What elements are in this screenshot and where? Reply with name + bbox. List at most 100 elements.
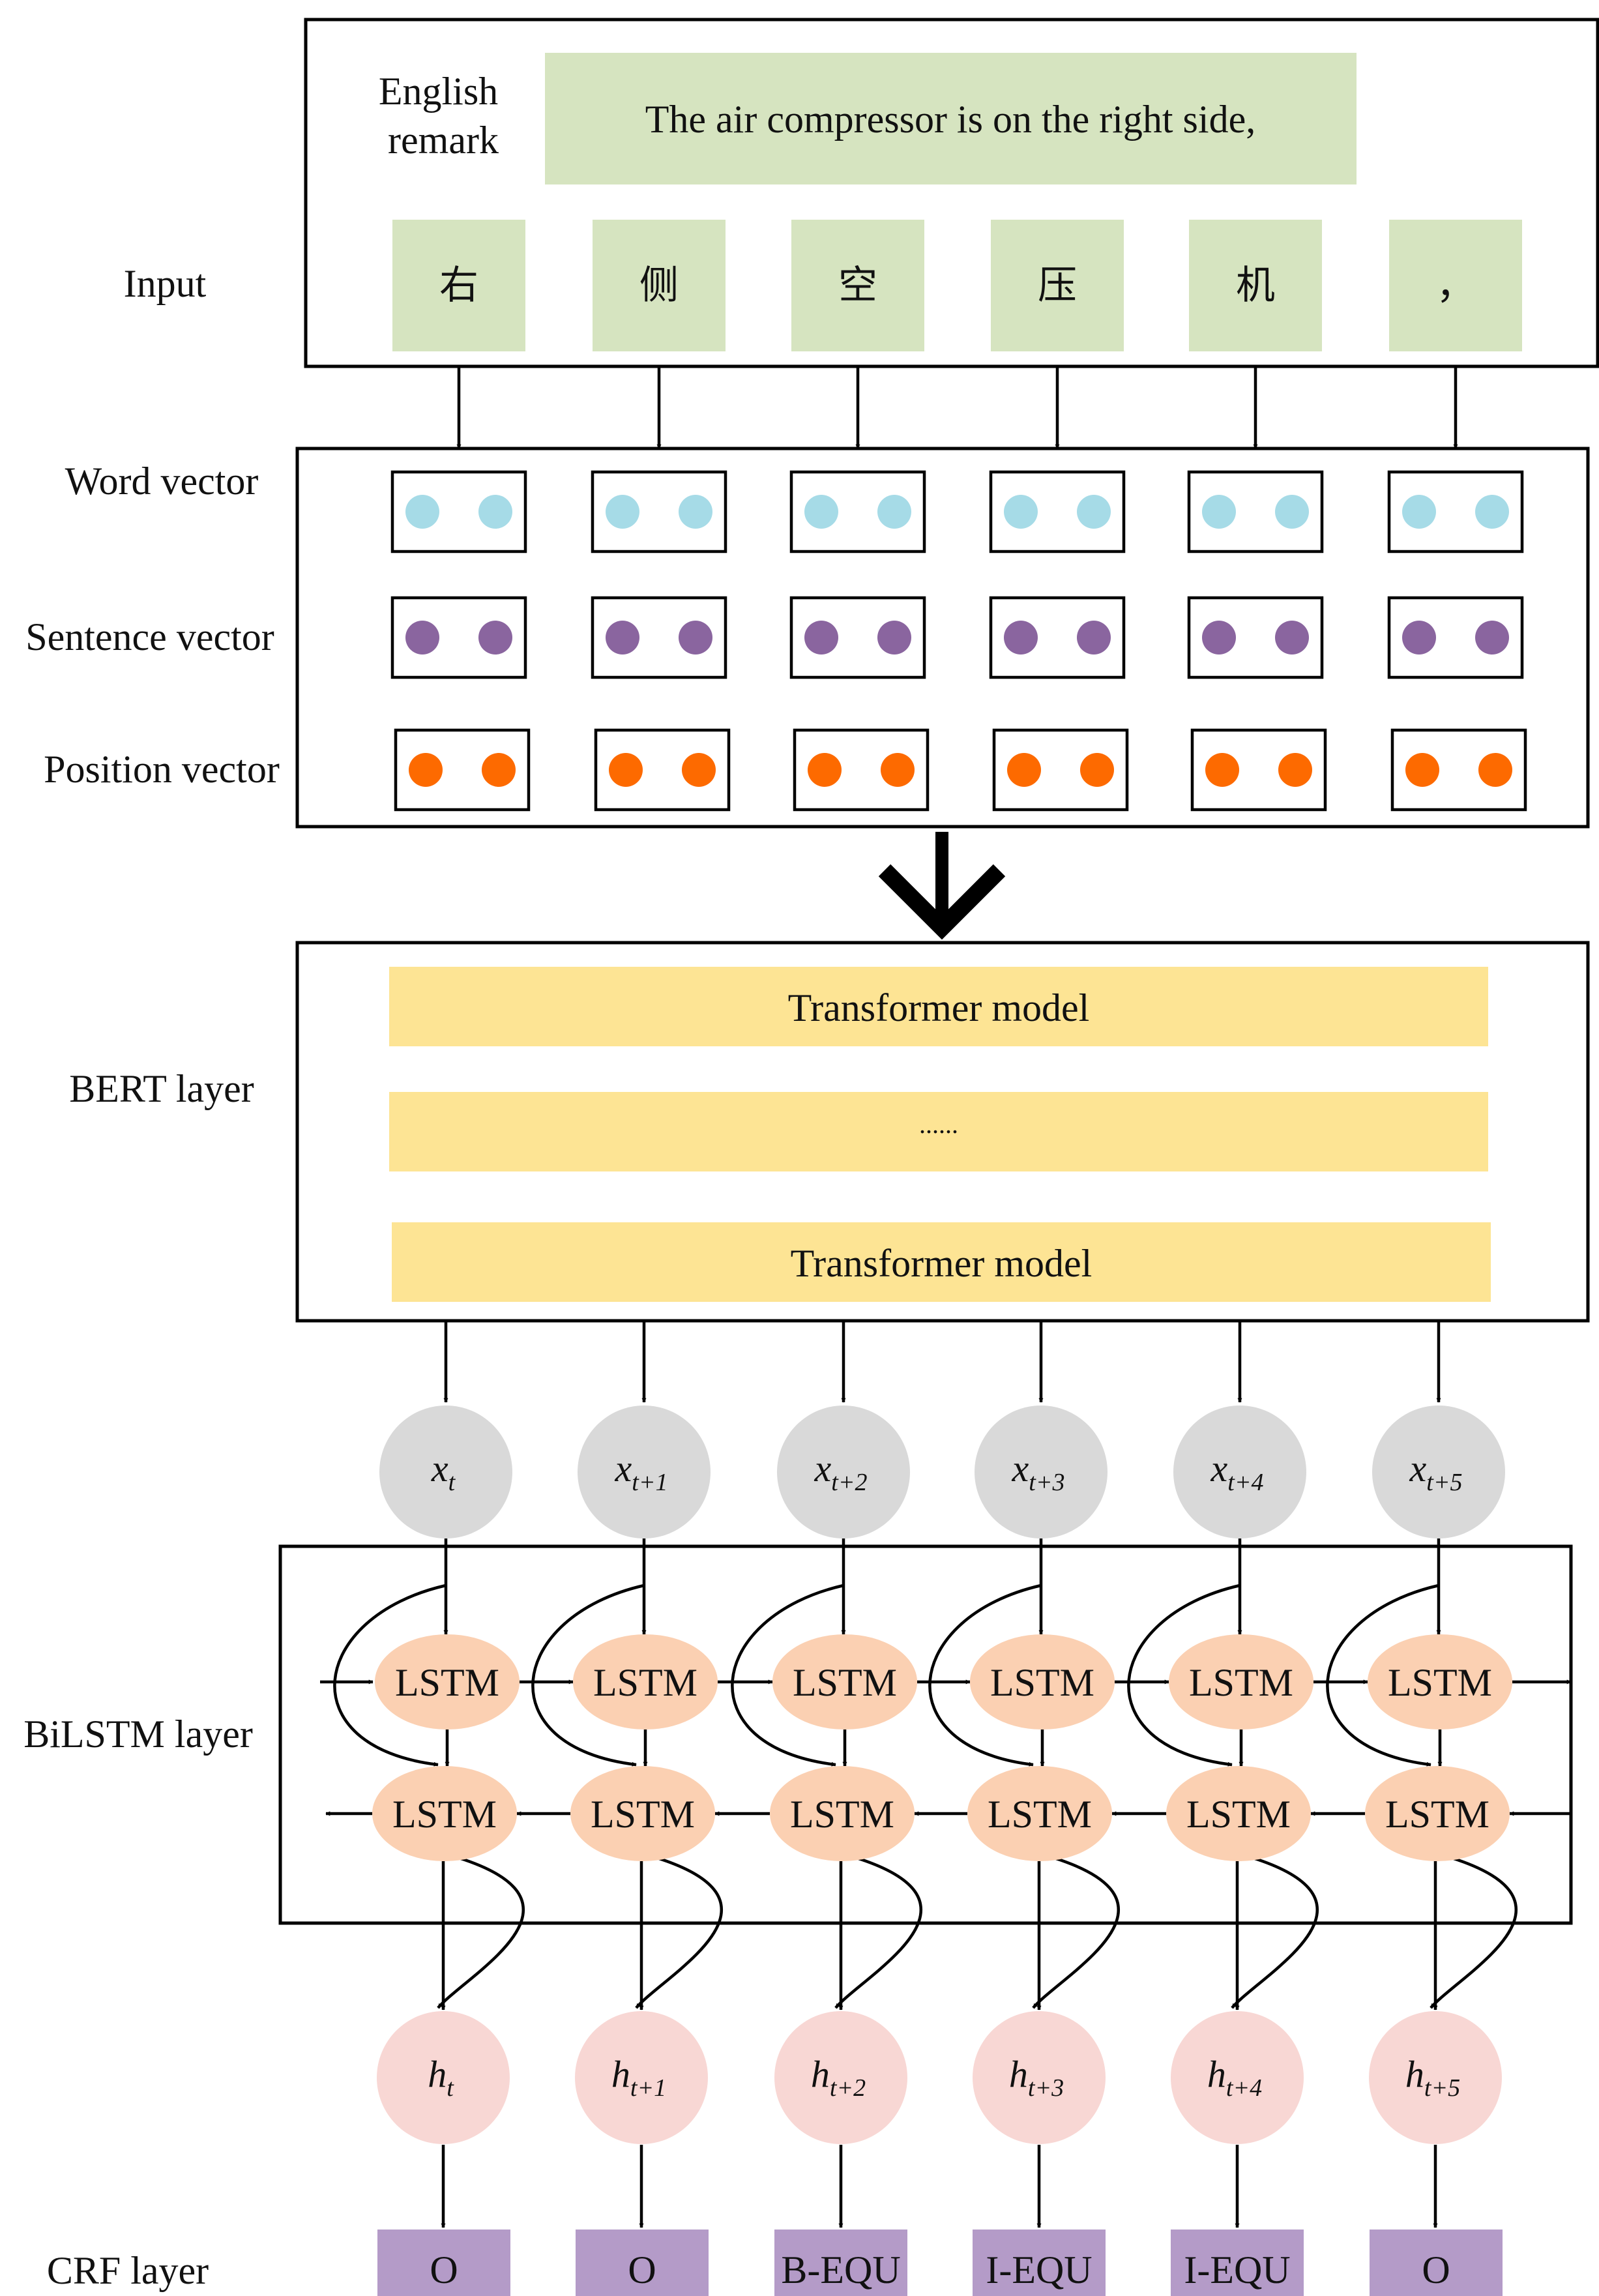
word-vector-dot xyxy=(804,495,838,529)
forward-lstm-cell xyxy=(573,1634,718,1729)
position-vector-dot xyxy=(881,753,915,787)
x-node xyxy=(578,1406,711,1538)
transformer-ellipsis: ...... xyxy=(919,1110,958,1139)
h-node xyxy=(1171,2011,1304,2144)
backward-lstm-label: LSTM xyxy=(790,1793,894,1836)
x-to-backward-curve xyxy=(1326,1583,1439,1767)
english-remark-label: English remark xyxy=(379,70,508,162)
forward-lstm-label: LSTM xyxy=(1189,1661,1293,1704)
english-sentence-box xyxy=(545,53,1357,184)
backward-lstm-cell xyxy=(770,1766,915,1861)
input-label: Input xyxy=(124,262,207,305)
input-panel xyxy=(304,18,1599,368)
sentence-vector-dot xyxy=(1402,621,1436,655)
h-node xyxy=(774,2011,907,2144)
x-to-backward-curve xyxy=(531,1583,645,1767)
x-to-backward-curve xyxy=(333,1583,447,1767)
crf-tag-box xyxy=(774,2230,907,2296)
bilstm-panel xyxy=(278,1544,1573,1925)
forward-to-h-curve xyxy=(834,1856,923,2009)
h-node-label: ht+4 xyxy=(1207,2053,1262,2102)
position-vector-dot xyxy=(1080,753,1114,787)
x-node-label: xt+2 xyxy=(814,1447,868,1496)
embedding-vectors xyxy=(390,470,1527,812)
x-node xyxy=(1372,1406,1505,1538)
forward-lstm-label: LSTM xyxy=(1388,1661,1492,1704)
backward-lstm-label: LSTM xyxy=(988,1793,1092,1836)
position-vector-dot xyxy=(808,753,842,787)
position-vector-dot xyxy=(1405,753,1439,787)
crf-tag: I-EQU xyxy=(986,2248,1092,2291)
input-token: 侧 xyxy=(639,264,679,307)
transformer-top-label: Transformer model xyxy=(788,986,1090,1029)
word-vector-dot xyxy=(1402,495,1436,529)
position-vector-dot xyxy=(609,753,643,787)
crf-tag-box xyxy=(973,2230,1106,2296)
x-node-label: xt+3 xyxy=(1012,1447,1065,1496)
sentence-vector-dot xyxy=(1004,621,1038,655)
backward-lstm-cell xyxy=(372,1766,517,1861)
input-token: 空 xyxy=(838,264,877,307)
forward-to-h-curve xyxy=(1032,1856,1121,2009)
h-node-label: ht+2 xyxy=(811,2053,866,2102)
backward-lstm-label: LSTM xyxy=(591,1793,695,1836)
crf-tag-box xyxy=(377,2230,510,2296)
word-vector-dot xyxy=(478,495,512,529)
forward-lstm-label: LSTM xyxy=(793,1661,897,1704)
position-vector-dot xyxy=(1007,753,1041,787)
forward-to-h-curve xyxy=(1430,1856,1518,2009)
word-vector-dot xyxy=(606,495,639,529)
transformer-block-top xyxy=(389,967,1488,1046)
position-vector-dot xyxy=(482,753,516,787)
word-vector-label: Word vector xyxy=(65,460,259,503)
transformer-block-bottom xyxy=(392,1222,1491,1302)
forward-to-h-curve xyxy=(437,1856,525,2009)
backward-lstm-cell xyxy=(967,1766,1112,1861)
input-token-row: 右侧空压机， xyxy=(392,220,1522,351)
x-node-label: xt+5 xyxy=(1409,1447,1463,1496)
crf-tag: B-EQU xyxy=(781,2248,900,2291)
sentence-vector-dot xyxy=(877,621,911,655)
input-token-box xyxy=(791,220,924,351)
sentence-vector-dot xyxy=(1275,621,1309,655)
x-to-backward-curve xyxy=(928,1583,1042,1767)
sentence-vector-dot xyxy=(478,621,512,655)
input-token-box xyxy=(991,220,1124,351)
input-token: 压 xyxy=(1038,264,1077,307)
forward-lstm-label: LSTM xyxy=(395,1661,499,1704)
backward-lstm-cell xyxy=(1365,1766,1510,1861)
x-to-backward-curve xyxy=(731,1583,844,1767)
input-token-box xyxy=(1189,220,1322,351)
x-to-backward-curve xyxy=(1127,1583,1240,1767)
position-vector-dot xyxy=(1478,753,1512,787)
crf-tag: O xyxy=(628,2248,656,2291)
crf-tag: I-EQU xyxy=(1184,2248,1290,2291)
input-token: ， xyxy=(1436,264,1475,307)
transformer-block-ellipsis xyxy=(389,1092,1488,1171)
crf-layer-label: CRF layer xyxy=(47,2249,209,2292)
forward-lstm-label: LSTM xyxy=(593,1661,697,1704)
sentence-vector-dot xyxy=(1077,621,1111,655)
input-token-box xyxy=(392,220,525,351)
h-node xyxy=(1369,2011,1502,2144)
connection-arrows xyxy=(320,366,1572,2228)
crf-tag: O xyxy=(1422,2248,1450,2291)
bert-layer-label: BERT layer xyxy=(69,1067,254,1110)
word-vector-dot xyxy=(1275,495,1309,529)
english-sentence: The air compressor is on the right side, xyxy=(645,98,1255,141)
h-node-label: ht+3 xyxy=(1009,2053,1064,2102)
word-vector-dot xyxy=(1202,495,1236,529)
position-vector-dot xyxy=(409,753,443,787)
forward-to-h-curve xyxy=(1231,1856,1319,2009)
backward-lstm-label: LSTM xyxy=(392,1793,497,1836)
backward-lstm-label: LSTM xyxy=(1186,1793,1291,1836)
position-vector-dot xyxy=(1278,753,1312,787)
x-node xyxy=(379,1406,512,1538)
sentence-vector-dot xyxy=(804,621,838,655)
word-vector-dot xyxy=(877,495,911,529)
word-vector-dot xyxy=(679,495,712,529)
h-node-label: ht+5 xyxy=(1405,2053,1460,2102)
sentence-vector-label: Sentence vector xyxy=(25,615,274,658)
h-node xyxy=(973,2011,1106,2144)
x-node-label: xt xyxy=(431,1447,456,1496)
